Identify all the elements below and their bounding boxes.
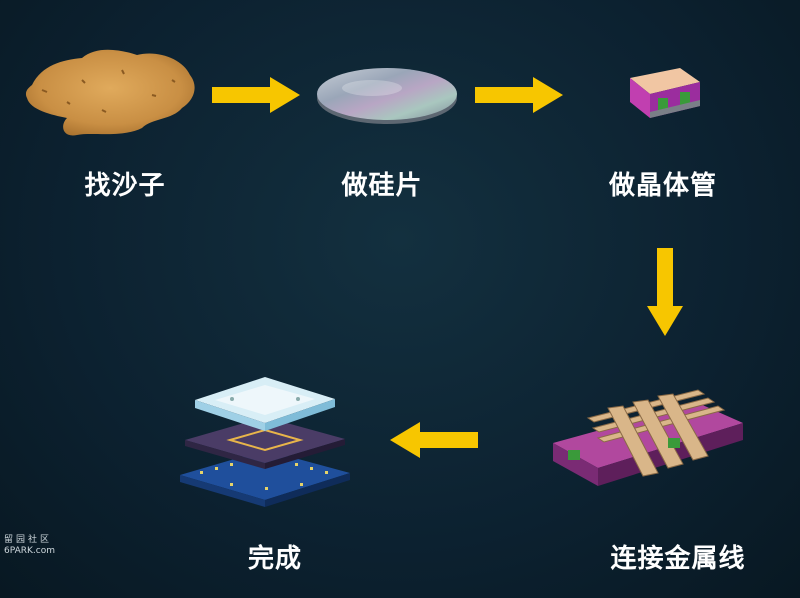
finished-chip-image [170,355,360,525]
transistor-image [620,60,710,130]
step-label-make-transistor: 做晶体管 [608,171,717,201]
wafer-image [312,60,462,130]
arrow-right-icon [475,75,565,119]
step-label-find-sand: 找沙子 [84,171,166,201]
arrow-down-icon [645,248,685,342]
step-label-make-wafer: 做硅片 [341,171,423,201]
arrow-right-icon [212,75,302,119]
arrow-left-icon [388,420,478,464]
watermark-line-1: 留园社区 [4,535,53,545]
watermark-logo: 留园社区 6PARK.com [4,535,55,557]
sand-image [22,40,202,140]
step-label-connect-metal-wires: 连接金属线 [610,544,746,574]
watermark-line-2: 6PARK.com [4,546,55,556]
step-label-finished: 完成 [247,544,302,574]
metal-wiring-image [548,378,748,498]
